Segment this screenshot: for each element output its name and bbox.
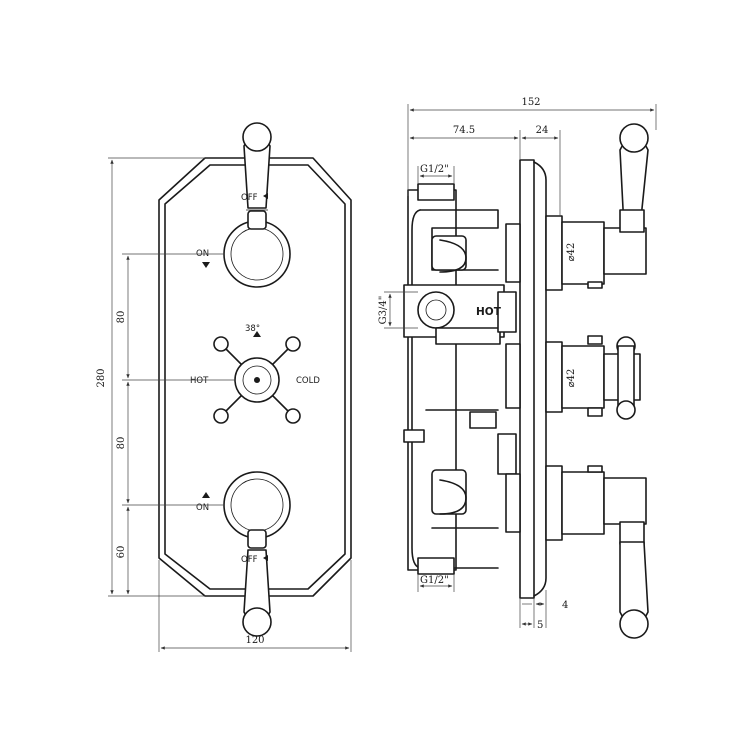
side-top-control xyxy=(505,123,649,291)
width-dimension: 120 xyxy=(245,635,264,646)
arrow-up-icon xyxy=(253,331,261,337)
inlet-bottom xyxy=(417,557,455,575)
total-depth-dimension: 152 xyxy=(521,97,540,108)
faceplate-outer xyxy=(158,157,352,597)
diameter-middle-label: ⌀42 xyxy=(566,369,577,388)
hot-label: HOT xyxy=(190,376,209,386)
front-view: OFF ON 38° HOT COLD ON OFF xyxy=(96,122,352,652)
thermostatic-cross-handle xyxy=(213,336,301,424)
plate-thickness-dimension: 4 xyxy=(562,600,568,611)
dimension-top: 80 xyxy=(116,311,127,324)
side-view: HOT ⌀42 ⌀42 xyxy=(378,97,657,639)
arrow-right-icon xyxy=(263,193,268,199)
on-bottom-label: ON xyxy=(196,503,209,513)
side-hot-label: HOT xyxy=(476,306,502,318)
gap-dimension: 5 xyxy=(537,620,543,631)
off-bottom-label: OFF xyxy=(241,555,258,565)
temperature-label: 38° xyxy=(245,324,260,334)
inlet-bottom-thread: G1/2" xyxy=(420,575,449,586)
side-bottom-control xyxy=(505,465,649,639)
cold-label: COLD xyxy=(296,376,320,386)
height-dimension: 280 xyxy=(96,368,107,387)
diameter-top-label: ⌀42 xyxy=(566,243,577,262)
faceplate-inner xyxy=(164,164,346,590)
dimension-bottom: 60 xyxy=(116,546,127,559)
wall-plate xyxy=(519,159,535,599)
outlet-thread: G3/4" xyxy=(378,296,389,325)
off-top-label: OFF xyxy=(241,193,258,203)
bottom-flow-control xyxy=(223,471,291,637)
plate-handle-dimension: 24 xyxy=(536,125,549,136)
inlet-top xyxy=(417,183,455,201)
top-flow-control xyxy=(223,122,291,288)
body-depth-dimension: 74.5 xyxy=(453,125,475,136)
arrow-up-icon xyxy=(202,492,210,498)
arrow-down-icon xyxy=(202,262,210,268)
inlet-top-thread: G1/2" xyxy=(420,164,449,175)
valve-body xyxy=(403,189,517,571)
side-middle-control xyxy=(505,335,641,420)
dimension-middle: 80 xyxy=(116,437,127,450)
arrow-right-icon xyxy=(263,555,268,561)
